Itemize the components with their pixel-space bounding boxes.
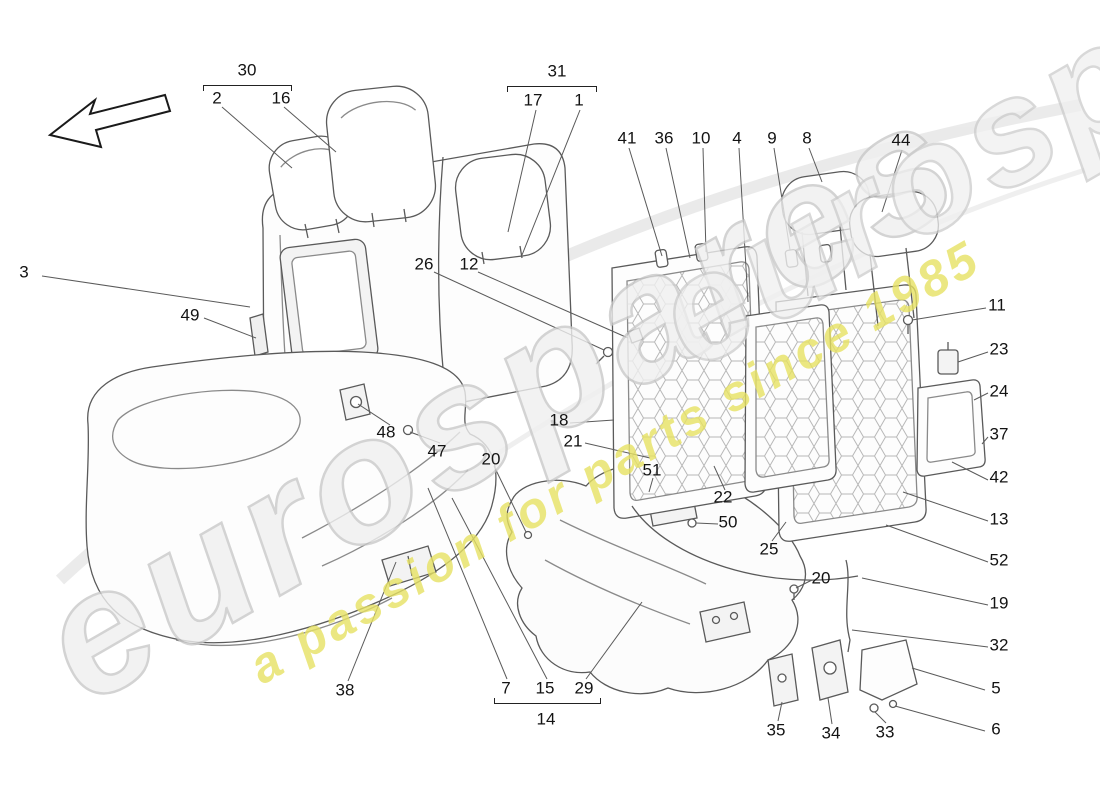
callout-51: 51 [642, 460, 662, 480]
callout-34: 34 [821, 723, 841, 743]
callout-36: 36 [654, 128, 674, 148]
leader-lines [41, 106, 989, 732]
callout-44: 44 [891, 130, 911, 150]
callout-26: 26 [414, 254, 434, 274]
callout-6: 6 [991, 719, 1001, 739]
bracket-14 [494, 698, 601, 704]
callout-25: 25 [759, 539, 779, 559]
callout-22: 22 [713, 487, 733, 507]
callout-7: 7 [501, 678, 511, 698]
callout-19: 19 [989, 593, 1009, 613]
callout-48: 48 [376, 422, 396, 442]
callout-13: 13 [989, 509, 1009, 529]
callout-24: 24 [989, 381, 1009, 401]
callout-16: 16 [271, 88, 291, 108]
callout-30: 30 [237, 60, 257, 80]
callout-14: 14 [536, 709, 556, 729]
callout-33: 33 [875, 722, 895, 742]
callout-2: 2 [212, 88, 222, 108]
callout-1: 1 [574, 90, 584, 110]
callout-12: 12 [459, 254, 479, 274]
callout-37: 37 [989, 424, 1009, 444]
callout-18: 18 [549, 410, 569, 430]
callout-20-2: 20 [811, 568, 831, 588]
callout-5: 5 [991, 678, 1001, 698]
callout-10: 10 [691, 128, 711, 148]
callout-17: 17 [523, 90, 543, 110]
callout-49: 49 [180, 305, 200, 325]
callout-38: 38 [335, 680, 355, 700]
callout-21: 21 [563, 431, 583, 451]
callout-32: 32 [989, 635, 1009, 655]
callout-9: 9 [767, 128, 777, 148]
direction-arrow [47, 93, 172, 149]
callout-4: 4 [732, 128, 742, 148]
callout-42: 42 [989, 467, 1009, 487]
callout-31: 31 [547, 61, 567, 81]
callout-29: 29 [574, 678, 594, 698]
callout-52: 52 [989, 550, 1009, 570]
callout-15: 15 [535, 678, 555, 698]
callout-8: 8 [802, 128, 812, 148]
callout-47: 47 [427, 441, 447, 461]
callout-50: 50 [718, 512, 738, 532]
callout-20: 20 [481, 449, 501, 469]
callout-35: 35 [766, 720, 786, 740]
callout-23: 23 [989, 339, 1009, 359]
rear-seat-cushion [85, 350, 497, 646]
backrest-frames [339, 170, 986, 713]
bracket-30 [203, 85, 292, 91]
callout-41: 41 [617, 128, 637, 148]
callout-3: 3 [19, 262, 29, 282]
bracket-31 [507, 86, 597, 92]
callout-11: 11 [988, 295, 1006, 315]
